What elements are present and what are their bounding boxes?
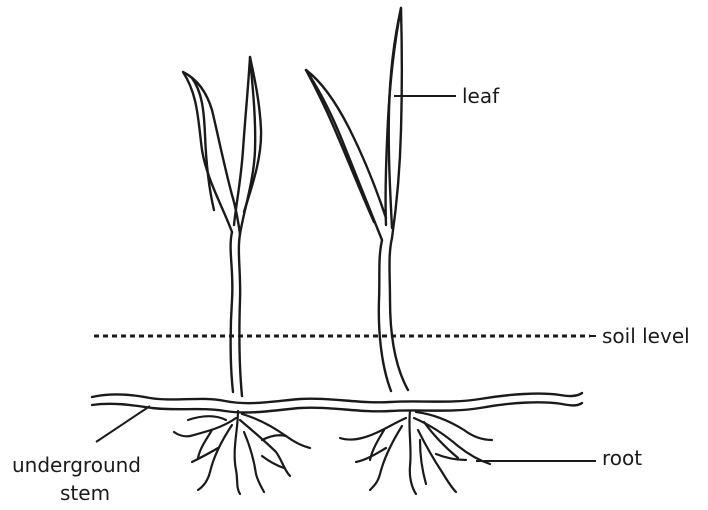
underground-stem [92, 393, 582, 413]
underground-stem-label-line1: underground [12, 453, 141, 477]
root-label: root [602, 446, 642, 470]
right-shoot [306, 8, 408, 391]
right-root-cluster [340, 411, 492, 494]
underground-stem-label-line2: stem [60, 481, 110, 505]
soil-level-label: soil level [602, 324, 690, 348]
leaf-label: leaf [462, 84, 499, 108]
left-root-cluster [174, 411, 310, 494]
underground-stem-leader-line [96, 406, 150, 442]
left-shoot [183, 57, 261, 396]
